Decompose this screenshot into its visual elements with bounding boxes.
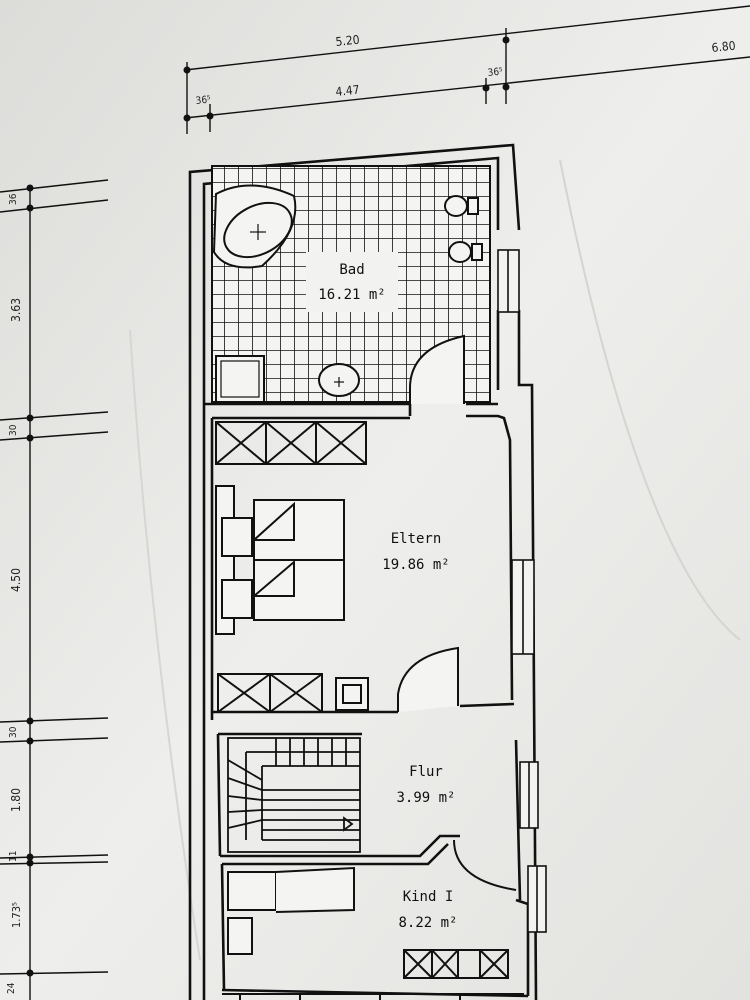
dimension-dot [26,737,34,745]
kind-door [453,839,517,891]
room-area-flur: 3.99 m² [396,790,455,806]
bad-label-box [306,252,398,312]
nightstand [335,677,369,711]
child-room-window [527,865,547,933]
room-area-kind: 8.22 m² [398,915,457,931]
child-wardrobe [403,949,509,979]
dim-left-bad: 3.63 [9,298,23,322]
room-name-eltern: Eltern [391,531,442,547]
room-name-kind: Kind I [403,889,454,905]
child-bed [227,866,355,955]
bidet [448,241,483,263]
dim-left-bottom: 24 [6,982,17,994]
room-area-bad: 16.21 m² [318,287,385,303]
dim-left-wall-3: 30 [8,726,19,738]
dim-top-wall-right: 36⁵ [487,66,504,79]
toilet [444,195,479,217]
dim-top-inner: 4.47 [335,83,360,99]
dimension-dot [26,414,34,422]
bathroom-door [409,334,465,404]
bedroom-window [511,559,535,655]
dimension-dot [26,969,34,977]
room-area-eltern: 19.86 m² [382,557,449,573]
room-name-flur: Flur [409,764,443,780]
dresser [217,673,323,713]
staircase [227,737,361,853]
paper-crease [559,159,741,641]
bathtub [212,184,297,269]
dim-left-flur: 1.80 [9,788,23,812]
hall-walls [216,732,522,901]
paper-crease [129,329,201,961]
dim-left-kind: 1.73⁵ [10,902,23,928]
dimension-dot [183,114,191,122]
dim-left-wall-top: 36 [8,193,19,205]
bottom-wall-strip [222,993,524,1000]
bedroom-door [397,646,459,712]
dimension-dot [26,717,34,725]
dimension-dot [26,434,34,442]
dim-top-right: 6.80 [711,39,736,55]
dim-left-eltern: 4.50 [9,568,23,592]
dimension-dot [26,859,34,867]
dimension-dot [26,184,34,192]
wash-basin [318,363,360,397]
wardrobe [215,421,367,465]
dim-top-total: 5.20 [335,33,360,49]
dimension-dot [26,853,34,861]
dim-left-wall-4: 11 [8,851,19,862]
dimension-dot [26,204,34,212]
dimension-dot [482,84,490,92]
dim-top-wall-left: 36⁵ [195,94,212,107]
dimension-dot [502,36,510,44]
dimension-dot [206,112,214,120]
dim-left-wall-2: 30 [8,424,19,436]
bathroom-window [497,249,520,313]
dimension-dot [502,83,510,91]
shower-tray [215,355,265,403]
room-name-bad: Bad [339,262,364,278]
hall-window [519,761,539,829]
dimension-dot [183,66,191,74]
double-bed [215,485,345,635]
